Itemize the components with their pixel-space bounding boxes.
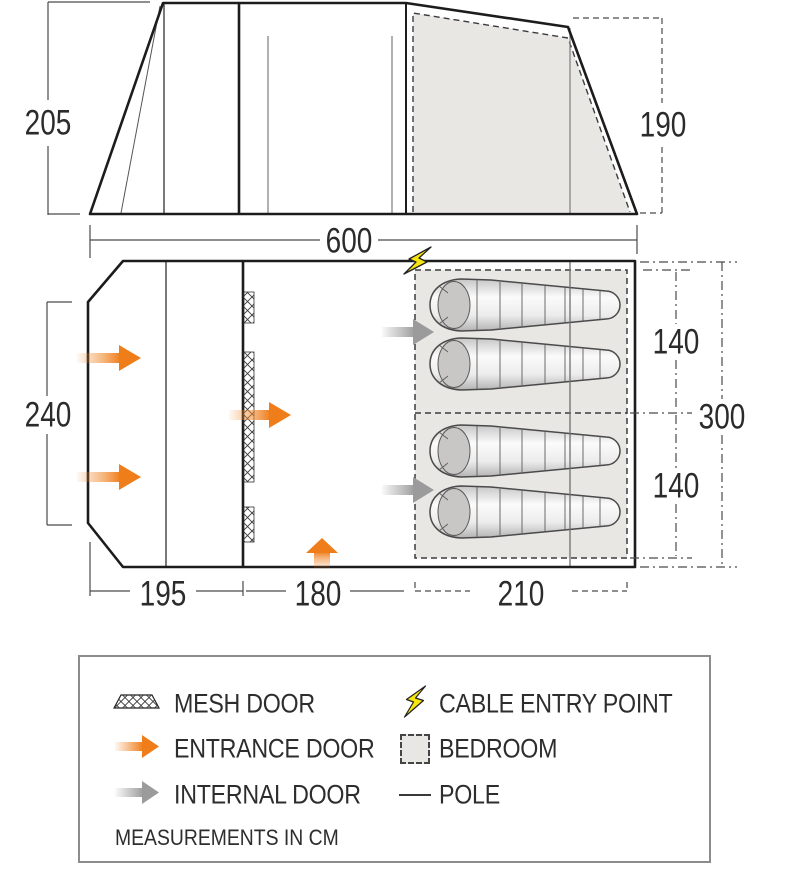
dim-label-140-top: 140 <box>649 324 703 360</box>
sleeping-bag <box>429 337 621 391</box>
side-view-outline <box>88 1 639 216</box>
dim-label-180: 180 <box>291 576 345 612</box>
legend-label-cable-entry: CABLE ENTRY POINT <box>439 688 673 719</box>
dimension-lines <box>46 1 737 596</box>
dim-600-lines <box>89 225 638 258</box>
entrance-door-arrow-icon <box>77 464 141 490</box>
dim-240-lines <box>46 301 72 526</box>
dim-label-depth-240: 240 <box>21 397 75 433</box>
dim-140-top-lines <box>643 269 692 411</box>
bedroom-icon <box>400 734 430 764</box>
mesh-door-icon <box>112 694 161 715</box>
floor-plan <box>77 246 637 569</box>
legend: MESH DOOR ENTRANCE DOOR <box>78 655 711 863</box>
dim-label-height-right: 190 <box>636 107 690 143</box>
cable-entry-point-icon <box>403 246 432 275</box>
internal-door-icon <box>115 780 159 810</box>
measurements-note: MEASUREMENTS IN CM <box>115 825 339 850</box>
dim-205-lines <box>47 1 150 215</box>
internal-door-arrow-icon <box>382 477 434 503</box>
legend-label-internal-door: INTERNAL DOOR <box>174 779 361 810</box>
dim-300-lines <box>640 261 737 568</box>
side-bedroom-area <box>413 13 630 212</box>
dim-label-140-bottom: 140 <box>649 468 703 504</box>
cable-entry-point-icon <box>403 685 428 723</box>
pole-icon <box>399 794 431 796</box>
sleeping-bags <box>429 278 621 539</box>
floorplan-outline <box>86 259 637 569</box>
dim-label-300: 300 <box>695 399 749 435</box>
dim-label-210: 210 <box>494 576 548 612</box>
dim-label-width-600: 600 <box>322 223 376 259</box>
legend-label-entrance-door: ENTRANCE DOOR <box>174 733 375 764</box>
legend-label-bedroom: BEDROOM <box>439 733 558 764</box>
dim-195-lines <box>89 542 244 596</box>
internal-door-arrow-icon <box>382 319 434 345</box>
dim-label-195: 195 <box>136 576 190 612</box>
side-view <box>88 1 639 216</box>
dim-140-bottom-lines <box>630 415 692 559</box>
entrance-door-arrow-icon <box>306 538 338 569</box>
dim-190-lines <box>573 17 663 214</box>
dim-label-height-left: 205 <box>21 105 75 141</box>
entrance-door-icon <box>115 734 159 764</box>
entrance-door-arrow-icon <box>229 402 291 428</box>
internal-door-arrows <box>382 319 434 503</box>
sleeping-bag <box>429 278 621 332</box>
entrance-door-arrow-icon <box>77 345 141 371</box>
legend-label-mesh-door: MESH DOOR <box>174 688 315 719</box>
entrance-door-arrows <box>77 345 338 569</box>
legend-label-pole: POLE <box>439 779 500 810</box>
tent-diagram-canvas <box>46 1 737 596</box>
guy-line <box>120 5 161 214</box>
sleeping-bag <box>429 424 621 478</box>
sleeping-bag <box>429 485 621 539</box>
